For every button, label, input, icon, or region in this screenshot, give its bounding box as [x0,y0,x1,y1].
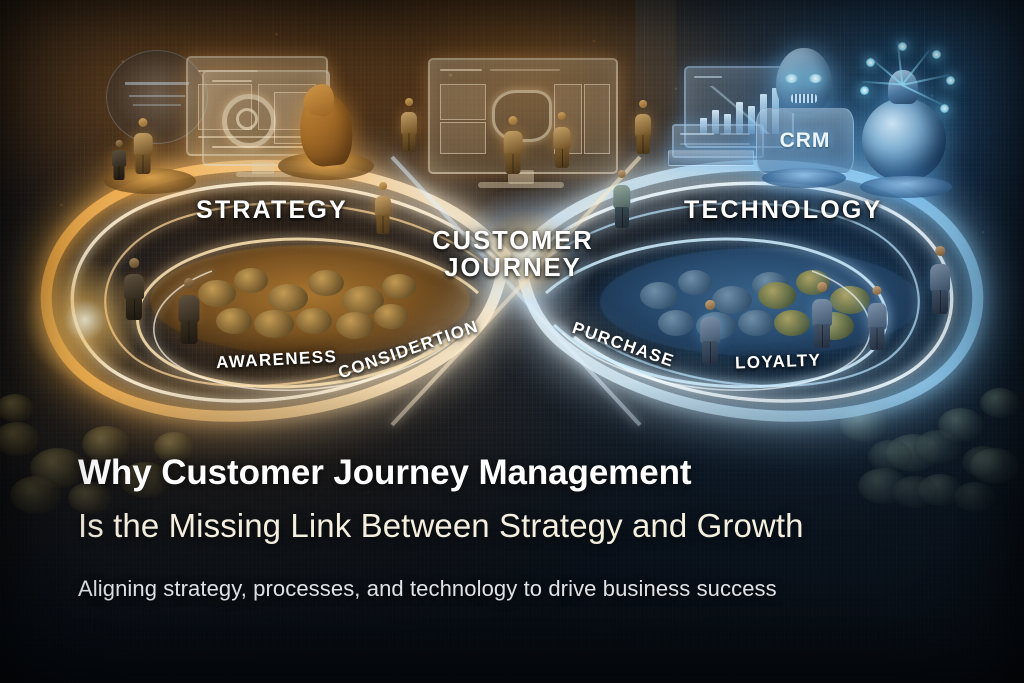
figure-center-attendee [548,112,576,168]
label-strategy: STRATEGY [196,196,348,224]
robot-jaw-icon [791,94,817,103]
figure-strategy-leader [128,118,158,174]
network-sphere-prop [862,98,946,182]
figure-right-loop-edge [924,246,956,314]
headline-block: Why Customer Journey Management Is the M… [78,452,958,602]
label-customer-journey-line1: CUSTOMER [432,227,594,255]
headline-subtitle: Is the Missing Link Between Strategy and… [78,507,804,545]
process-diagram-screen [428,58,618,174]
figure-loyalty-stage-b [862,286,892,350]
network-node-icon [946,76,955,85]
network-nodes-group [840,40,990,152]
crm-unit: CRM [756,108,854,174]
strategy-canopy-cluster [190,258,438,344]
headline-tagline: Aligning strategy, processes, and techno… [78,575,777,601]
figure-center-right-walker [630,100,656,154]
network-node-icon [940,104,949,113]
technology-keyboard [668,150,754,166]
label-technology: TECHNOLOGY [684,196,883,224]
gear-icon [222,94,276,148]
monitor-stand-left [252,162,274,174]
figure-center-left-walker [396,98,422,152]
figure-strategy-assistant [108,140,130,180]
label-customer-journey: CUSTOMER JOURNEY [428,228,598,282]
label-customer-journey-line2: JOURNEY [444,254,582,282]
network-node-icon [866,58,875,67]
figure-on-left-loop [370,182,396,234]
figure-awareness-observer [172,278,206,344]
network-sphere-pedestal [860,176,952,198]
crm-pedestal [762,168,846,188]
monitor-base-left [236,172,292,177]
monitor-base-center [478,182,564,188]
network-node-icon [898,42,907,51]
figure-transition-midpoint [608,170,636,228]
figure-awareness-presenter [118,258,150,320]
crm-label: CRM [779,129,831,152]
strategy-emblem-icon [106,50,208,144]
robot-eye-right-icon [809,74,822,83]
network-node-icon [932,50,941,59]
label-stage-loyalty: LOYALTY [734,350,822,373]
figure-loyalty-stage-a [806,282,838,348]
figure-purchase-stage [694,300,726,364]
ai-robot-head-icon [776,48,832,114]
robot-eye-left-icon [785,74,798,83]
network-node-icon [860,86,869,95]
figure-center-presenter [498,116,528,174]
headline-title: Why Customer Journey Management [78,453,692,492]
